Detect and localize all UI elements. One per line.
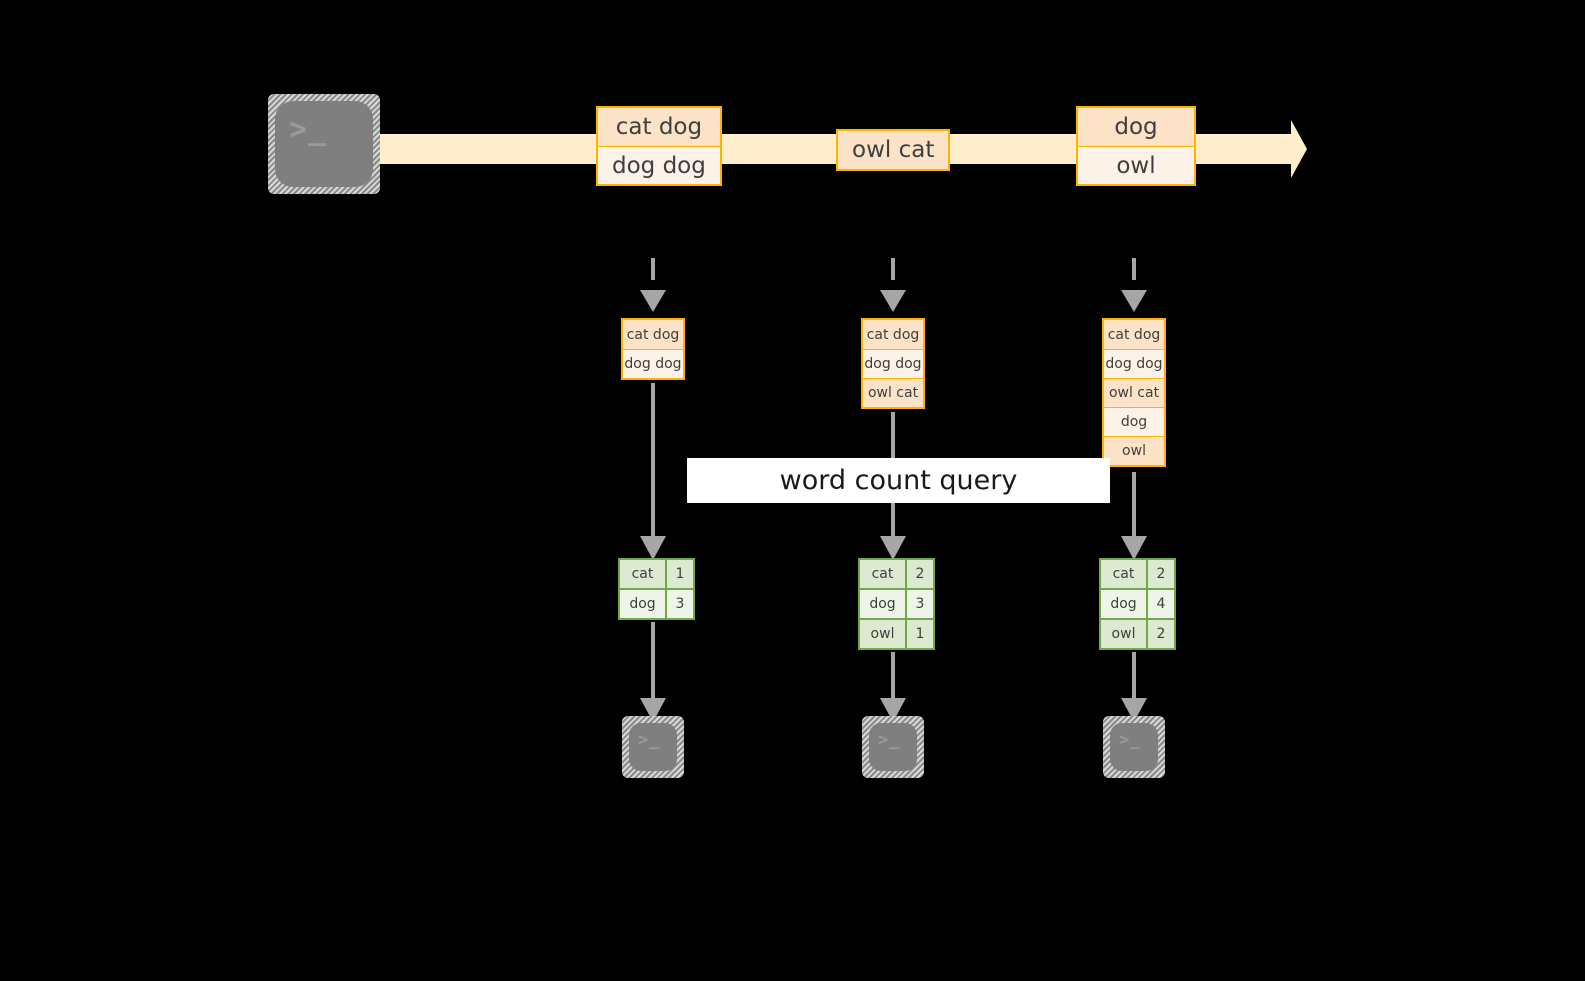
- query-arrowhead-3: [1121, 536, 1147, 560]
- buffer-item: cat dog: [623, 320, 683, 349]
- result-word: dog: [620, 590, 665, 618]
- result-count: 1: [905, 620, 933, 648]
- feed-arrowhead-2: [880, 290, 906, 312]
- result-word: cat: [860, 560, 905, 588]
- terminal-prompt-icon: >_: [878, 730, 901, 750]
- result-word: cat: [620, 560, 665, 588]
- result-table-3: cat 2 dog 4 owl 2: [1099, 558, 1176, 650]
- table-row: owl 2: [1101, 618, 1174, 648]
- stream-message-1: cat dog dog dog: [596, 106, 722, 186]
- terminal-screen: >_: [629, 723, 677, 771]
- table-row: owl 1: [860, 618, 933, 648]
- result-word: owl: [1101, 620, 1146, 648]
- result-count: 2: [1146, 620, 1174, 648]
- result-count: 1: [665, 560, 693, 588]
- stream-message-3: dog owl: [1076, 106, 1196, 186]
- table-row: dog 3: [620, 588, 693, 618]
- sink-terminal-icon-1: >_: [622, 716, 684, 778]
- result-table-1: cat 1 dog 3: [618, 558, 695, 620]
- table-row: cat 1: [620, 560, 693, 588]
- buffer-item: dog dog: [623, 349, 683, 378]
- result-word: dog: [860, 590, 905, 618]
- result-count: 2: [1146, 560, 1174, 588]
- sink-terminal-icon-3: >_: [1103, 716, 1165, 778]
- sink-terminal-icon-2: >_: [862, 716, 924, 778]
- buffer-stack-2: cat dog dog dog owl cat: [861, 318, 925, 409]
- buffer-item: cat dog: [1104, 320, 1164, 349]
- terminal-screen: >_: [275, 101, 373, 187]
- stream-message-line: dog dog: [598, 146, 720, 184]
- result-word: cat: [1101, 560, 1146, 588]
- buffer-item: owl cat: [863, 378, 923, 407]
- feed-arrowhead-1: [640, 290, 666, 312]
- buffer-item: dog dog: [863, 349, 923, 378]
- query-arrowhead-2: [880, 536, 906, 560]
- feed-arrowhead-3: [1121, 290, 1147, 312]
- query-label: word count query: [687, 458, 1110, 503]
- stream-message-line: owl cat: [838, 131, 949, 169]
- result-count: 3: [905, 590, 933, 618]
- result-table-2: cat 2 dog 3 owl 1: [858, 558, 935, 650]
- table-row: cat 2: [1101, 560, 1174, 588]
- table-row: dog 3: [860, 588, 933, 618]
- terminal-screen: >_: [869, 723, 917, 771]
- terminal-screen: >_: [1110, 723, 1158, 771]
- buffer-stack-1: cat dog dog dog: [621, 318, 685, 380]
- terminal-prompt-icon: >_: [1119, 730, 1142, 750]
- buffer-item: cat dog: [863, 320, 923, 349]
- stream-message-line: owl: [1078, 146, 1194, 184]
- result-count: 3: [665, 590, 693, 618]
- terminal-prompt-icon: >_: [289, 112, 328, 147]
- stream-message-line: cat dog: [598, 108, 720, 146]
- result-word: dog: [1101, 590, 1146, 618]
- query-arrowhead-1: [640, 536, 666, 560]
- result-count: 4: [1146, 590, 1174, 618]
- buffer-stack-3: cat dog dog dog owl cat dog owl: [1102, 318, 1166, 467]
- stream-message-line: dog: [1078, 108, 1194, 146]
- buffer-item: dog: [1104, 407, 1164, 436]
- stream-message-2: owl cat: [836, 129, 951, 171]
- buffer-item: dog dog: [1104, 349, 1164, 378]
- result-word: owl: [860, 620, 905, 648]
- source-terminal-icon: >_: [268, 94, 380, 194]
- buffer-item: owl cat: [1104, 378, 1164, 407]
- result-count: 2: [905, 560, 933, 588]
- terminal-prompt-icon: >_: [638, 730, 661, 750]
- table-row: cat 2: [860, 560, 933, 588]
- table-row: dog 4: [1101, 588, 1174, 618]
- buffer-item: owl: [1104, 436, 1164, 465]
